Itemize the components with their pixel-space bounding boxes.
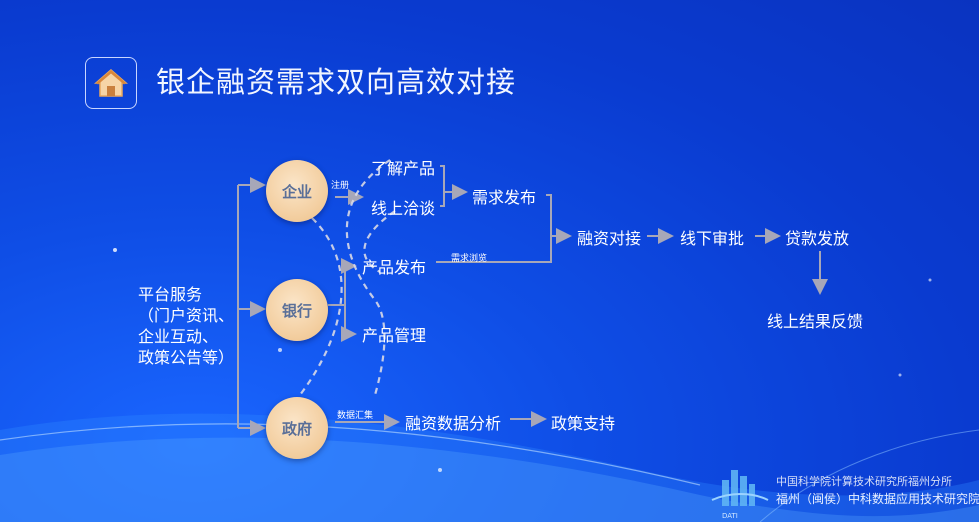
home-icon	[94, 69, 128, 97]
step-offline-review: 线下审批	[680, 229, 745, 248]
step-demand-release: 需求发布	[472, 188, 537, 207]
step-financing-data-analysis: 融资数据分析	[405, 414, 502, 433]
platform-line: 平台服务	[138, 285, 203, 304]
step-loan-disbursement: 贷款发放	[785, 229, 850, 248]
logo-caption: DATI	[722, 512, 738, 520]
platform-line: 政策公告等）	[138, 348, 235, 367]
edge-label-demand-browse: 需求浏览	[451, 254, 488, 264]
page-title: 银企融资需求双向高效对接	[156, 65, 517, 99]
platform-line: 企业互动、	[138, 327, 219, 346]
step-financing-match: 融资对接	[577, 229, 642, 248]
step-online-feedback: 线上结果反馈	[767, 312, 864, 331]
org-name-line1: 中国科学院计算技术研究所福州分所	[776, 475, 952, 488]
edge-label-data-collection: 数据汇集	[337, 411, 374, 421]
node-bank: 银行	[266, 279, 328, 341]
node-enterprise: 企业	[266, 160, 328, 222]
platform-line: （门户资讯、	[138, 306, 235, 325]
home-button[interactable]	[85, 57, 137, 109]
step-online-negotiation: 线上洽谈	[371, 199, 436, 218]
step-policy-support: 政策支持	[551, 414, 616, 433]
node-government: 政府	[266, 397, 328, 459]
org-name-line2: 福州（闽侯）中科数据应用技术研究院	[776, 492, 979, 506]
step-understand-product: 了解产品	[371, 159, 436, 178]
step-product-release: 产品发布	[362, 258, 427, 277]
platform-service-text: 平台服务 （门户资讯、 企业互动、 政策公告等）	[138, 284, 234, 368]
step-product-management: 产品管理	[362, 326, 427, 345]
edge-label-register: 注册	[331, 181, 350, 191]
